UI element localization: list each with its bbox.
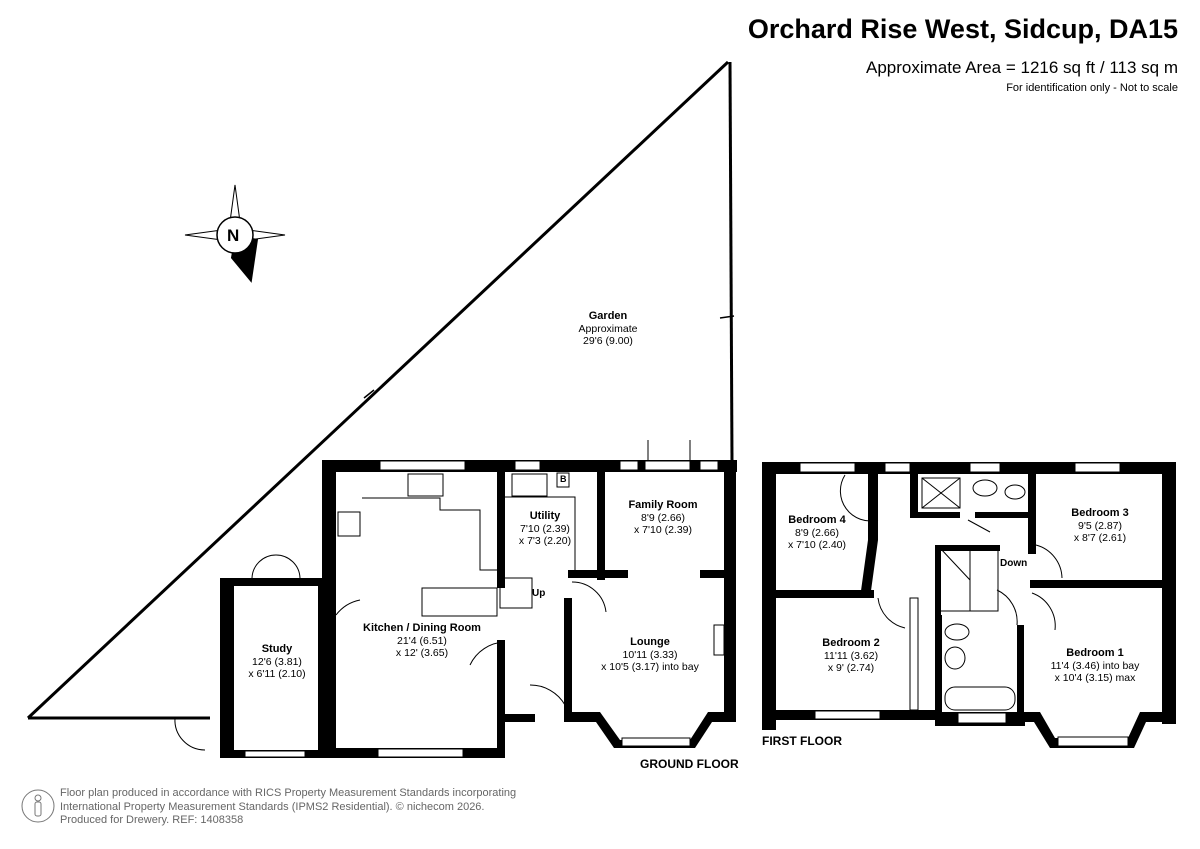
room-dimension: 12'6 (3.81) (252, 655, 302, 668)
garden-label: Garden Approximate 29'6 (9.00) (579, 310, 638, 348)
stairs-down-label: Down (1000, 558, 1028, 569)
room-name: Bedroom 4 (788, 514, 846, 526)
compass-north-label: N (227, 226, 240, 245)
room-dimension: 21'4 (6.51) (397, 634, 447, 647)
room-name: Bedroom 2 (822, 637, 880, 649)
room-dimension: 11'4 (3.46) into bay (1050, 659, 1140, 672)
footer-line-1: Floor plan produced in accordance with R… (60, 787, 517, 799)
room-dimension: 8'9 (2.66) (640, 511, 686, 524)
room-kitchen-dining: Kitchen / Dining Room 21'4 (6.51) x 12' … (363, 622, 481, 660)
room-bedroom-1: Bedroom 1 11'4 (3.46) into bay x 10'4 (3… (1051, 647, 1140, 685)
garden-boundary (26, 60, 735, 720)
first-floor-fittings (839, 474, 1063, 711)
first-floor-windows (799, 462, 1129, 747)
boiler-label: B (560, 474, 567, 484)
garden-name: Garden (588, 310, 628, 322)
room-dimension: x 6'11 (2.10) (248, 668, 306, 680)
garden-line2: 29'6 (9.00) (583, 335, 633, 347)
room-study: Study 12'6 (3.81) x 6'11 (2.10) (248, 643, 305, 681)
room-bedroom-3: Bedroom 3 9'5 (2.87) x 8'7 (2.61) (1071, 507, 1128, 545)
footer-line-2: International Property Measurement Stand… (60, 800, 485, 813)
room-dimension: 11'11 (3.62) (823, 649, 879, 662)
room-dimension: x 7'10 (2.40) (787, 539, 847, 551)
room-name: Utility (529, 510, 561, 522)
room-bedroom-2: Bedroom 2 11'11 (3.62) x 9' (2.74) (822, 637, 879, 675)
room-dimension: x 7'10 (2.39) (633, 524, 693, 536)
room-dimension: x 12' (3.65) (395, 647, 449, 659)
disclaimer-note: For identification only - Not to scale (1006, 82, 1178, 94)
north-compass-icon (184, 184, 286, 283)
room-dimension: x 8'7 (2.61) (1073, 532, 1127, 544)
room-dimension: 9'5 (2.87) (1077, 519, 1123, 532)
ground-floor-fittings (174, 440, 691, 751)
room-name: Bedroom 1 (1066, 647, 1124, 659)
room-dimension: x 10'4 (3.15) max (1054, 672, 1136, 684)
room-utility: Utility 7'10 (2.39) x 7'3 (2.20) (519, 510, 571, 548)
room-bedroom-4: Bedroom 4 8'9 (2.66) x 7'10 (2.40) (788, 514, 846, 552)
room-name: Kitchen / Dining Room (363, 622, 481, 634)
room-name: Family Room (628, 499, 698, 511)
garden-line1: Approximate (578, 322, 638, 335)
approximate-area: Approximate Area = 1216 sq ft / 113 sq m (865, 58, 1178, 77)
room-lounge: Lounge 10'11 (3.33) x 10'5 (3.17) into b… (601, 636, 699, 674)
footer-line-3: Produced for Drewery. REF: 1408358 (60, 814, 244, 826)
stairs-up-label: Up (532, 588, 546, 599)
room-name: Lounge (630, 636, 670, 648)
room-dimension: x 7'3 (2.20) (518, 535, 572, 547)
property-title: Orchard Rise West, Sidcup, DA15 (747, 14, 1178, 44)
ground-floor-label: GROUND FLOOR (640, 757, 739, 771)
room-dimension: 8'9 (2.66) (794, 526, 840, 539)
first-floor-label: FIRST FLOOR (762, 734, 842, 748)
room-name: Study (261, 643, 293, 655)
ground-floor-windows (244, 460, 725, 758)
room-dimension: x 10'5 (3.17) into bay (601, 661, 699, 673)
room-dimension: 7'10 (2.39) (520, 522, 570, 535)
room-dimension: x 9' (2.74) (827, 662, 875, 674)
room-family-room: Family Room 8'9 (2.66) x 7'10 (2.39) (628, 499, 697, 537)
footer-notice: Floor plan produced in accordance with R… (60, 787, 516, 828)
room-dimension: 10'11 (3.33) (622, 648, 678, 661)
first-floor-walls (762, 462, 1176, 748)
room-name: Bedroom 3 (1071, 507, 1129, 519)
person-icon (21, 789, 55, 823)
